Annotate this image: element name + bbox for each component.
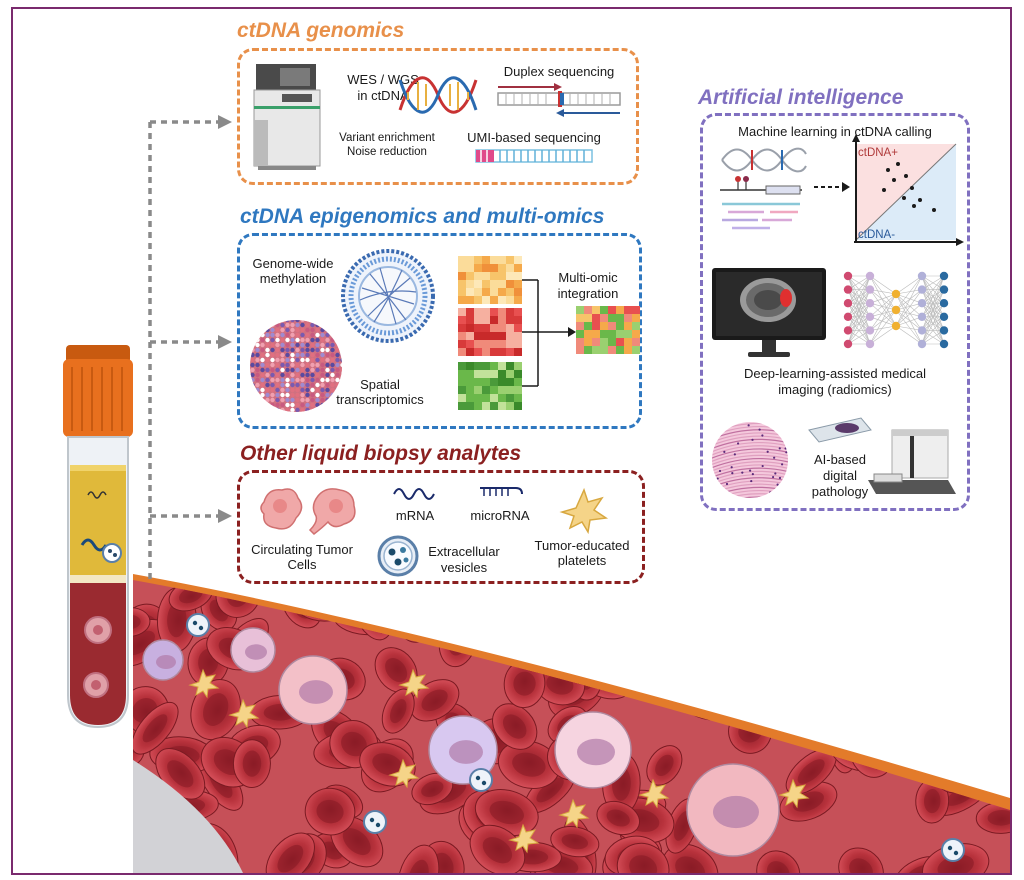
ev-label-2: vesicles: [440, 560, 488, 575]
genomics-title: ctDNA genomics: [237, 19, 405, 42]
multiomic-label-2: integration: [557, 286, 619, 301]
imaging-label-2: imaging (radiomics): [778, 382, 892, 397]
methylation-label-2: methylation: [259, 271, 327, 286]
pathology-label-2: digital: [823, 468, 857, 483]
slide-scanner-icon: [868, 429, 956, 494]
sequencer-icon: [253, 64, 321, 170]
analyte-arrows: [148, 115, 232, 580]
microrna-label: microRNA: [470, 508, 530, 523]
heatmap-icon: [458, 256, 640, 410]
spatial-label-2: transcriptomics: [336, 392, 424, 407]
ctc-label-2: Cells: [287, 557, 317, 572]
spatial-label-1: Spatial: [360, 377, 400, 392]
ai-title: Artificial intelligence: [698, 86, 904, 109]
ml-scatter-icon: [852, 134, 964, 246]
neural-network-icon: [843, 271, 949, 349]
dna-helix-icon: [398, 76, 478, 114]
epigenomics-box: [237, 233, 642, 429]
imaging-label-1: Deep-learning-assisted medical: [743, 366, 927, 381]
ctdna-negative-label: ctDNA-: [858, 229, 896, 241]
vesicle-icon: [377, 535, 419, 577]
pathology-label-3: pathology: [811, 484, 869, 499]
ev-label-1: Extracellular: [428, 544, 500, 559]
multiomic-label-1: Multi-omic: [558, 270, 618, 285]
platelet-icon: [559, 487, 609, 535]
ml-label: Machine learning in ctDNA calling: [738, 124, 932, 139]
other-analytes-title: Other liquid biopsy analytes: [240, 442, 522, 465]
in-ctdna-label: in ctDNA: [357, 88, 409, 103]
ctdna-positive-label: ctDNA+: [858, 147, 898, 159]
genomics-box: [237, 48, 639, 185]
tumor-cell-icon: [260, 488, 356, 535]
histology-slide-icon: [712, 422, 788, 498]
mrna-label: mRNA: [395, 508, 435, 523]
classification-arrow: [814, 182, 850, 192]
mrna-icon: [393, 488, 435, 500]
blood-tube-icon: [63, 345, 133, 729]
pathology-label-1: AI-based: [813, 452, 867, 467]
variant-enrichment-label: Variant enrichment: [339, 132, 435, 144]
methylation-label-1: Genome-wide: [252, 256, 334, 271]
epigenomics-title: ctDNA epigenomics and multi-omics: [240, 205, 605, 228]
duplex-icon: [497, 83, 621, 117]
ctc-label-1: Circulating Tumor: [251, 542, 353, 557]
noise-reduction-label: Noise reduction: [347, 146, 427, 158]
microrna-icon: [480, 487, 523, 496]
blood-vessel-illustration: [133, 574, 1010, 873]
spatial-transcriptomics-icon: [250, 320, 342, 412]
umi-sequence-icon: [475, 149, 593, 163]
other-analytes-box: [237, 470, 645, 584]
circos-plot-icon: [341, 249, 435, 343]
umi-label: UMI-based sequencing: [467, 130, 601, 145]
ml-input-icon: [720, 147, 807, 230]
glass-slide-icon: [808, 417, 872, 443]
ai-box: [700, 113, 970, 511]
duplex-label: Duplex sequencing: [503, 64, 615, 79]
platelets-label-1: Tumor-educated: [534, 538, 630, 553]
monitor-icon: [712, 268, 826, 357]
platelets-label-2: platelets: [557, 553, 607, 568]
figure-frame: [11, 7, 1012, 875]
